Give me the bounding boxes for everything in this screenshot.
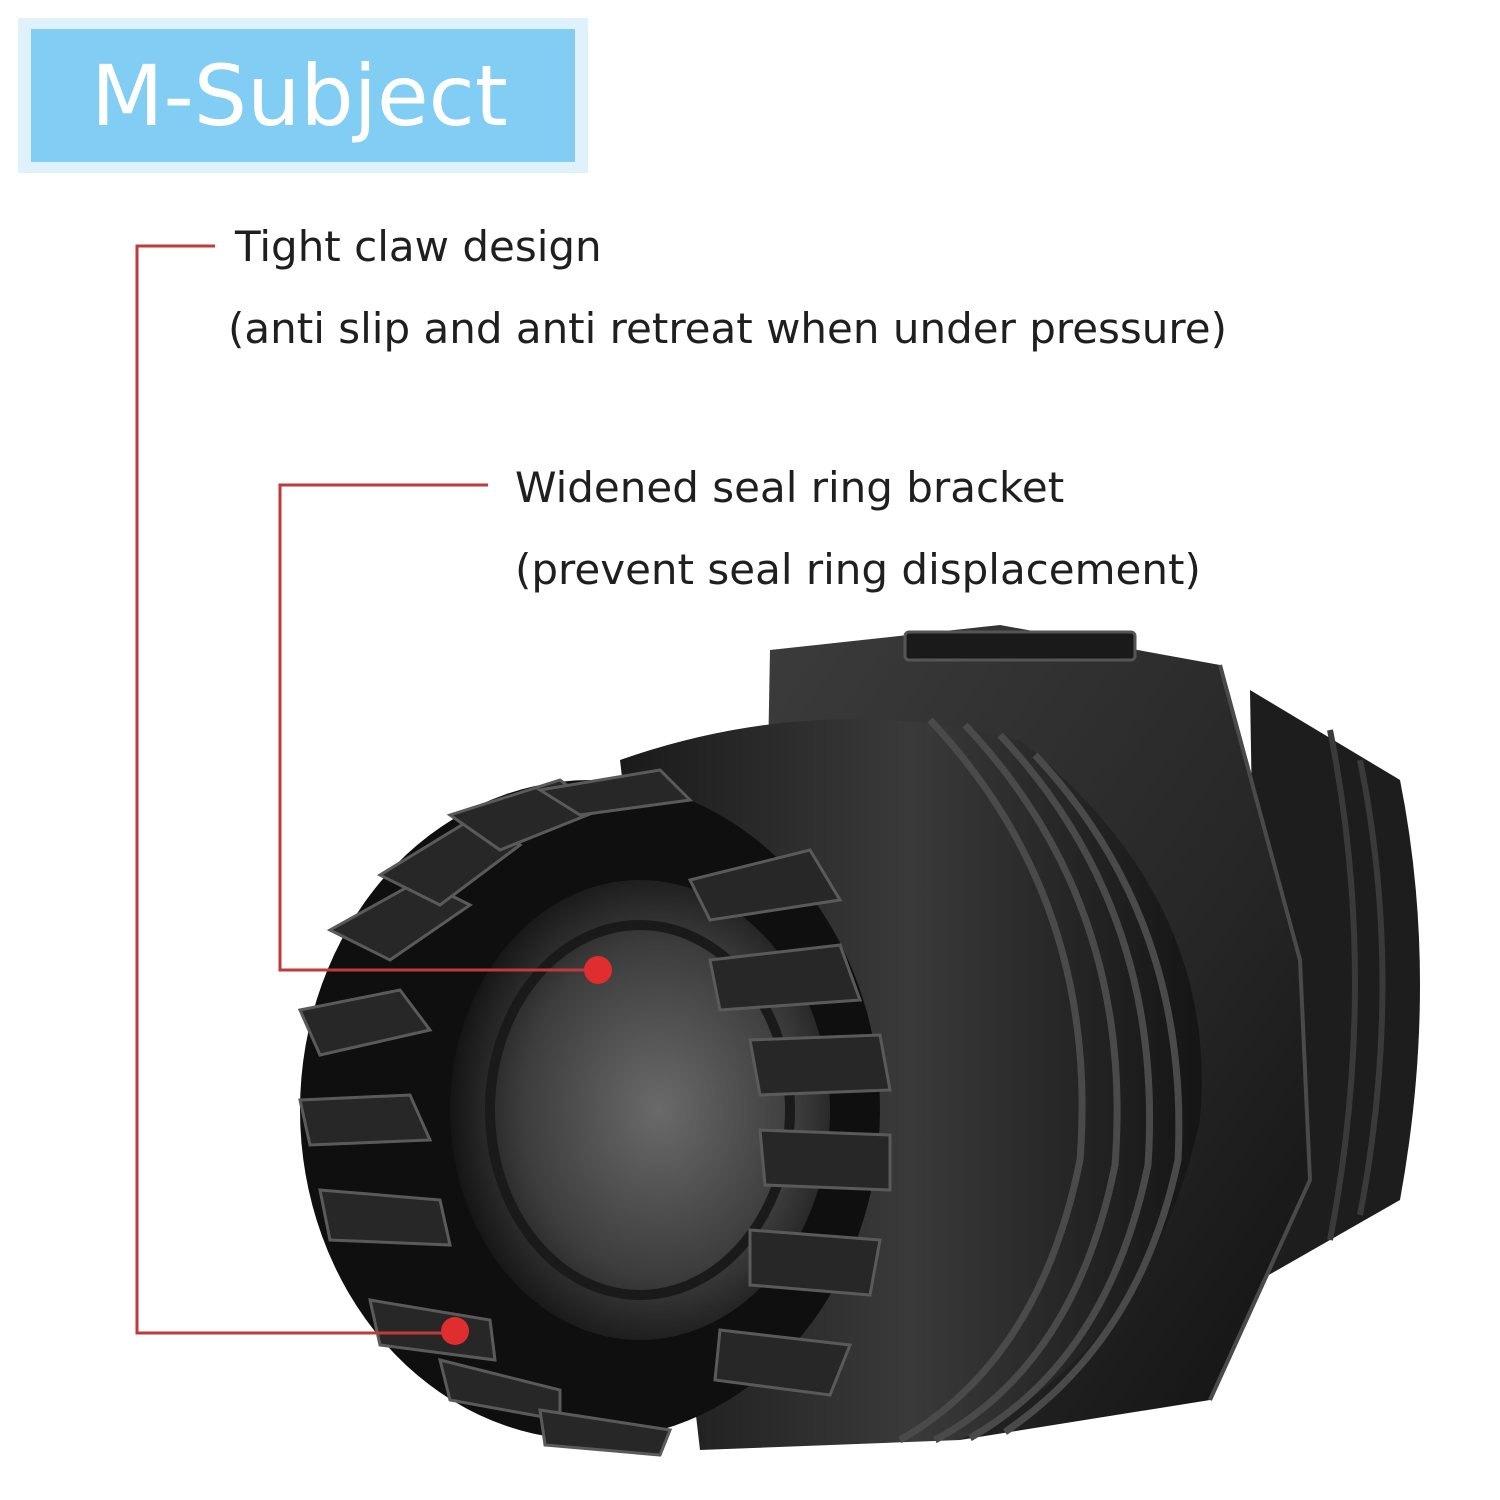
brand-badge: M-Subject: [18, 18, 588, 173]
marker-dot-seal: [584, 956, 612, 984]
callout-seal-subtitle: (prevent seal ring displacement): [515, 545, 1201, 594]
brand-label: M-Subject: [31, 29, 575, 162]
leader-line-claw: [135, 244, 455, 1335]
claw-fingers: [297, 768, 892, 1457]
callout-seal-title: Widened seal ring bracket: [515, 463, 1065, 512]
marker-dot-claw: [441, 1317, 469, 1345]
claw-crown: [300, 780, 880, 1440]
leader-line-seal: [278, 483, 598, 972]
callout-claw-title: Tight claw design: [235, 222, 602, 271]
callout-claw-subtitle: (anti slip and anti retreat when under p…: [228, 304, 1227, 353]
